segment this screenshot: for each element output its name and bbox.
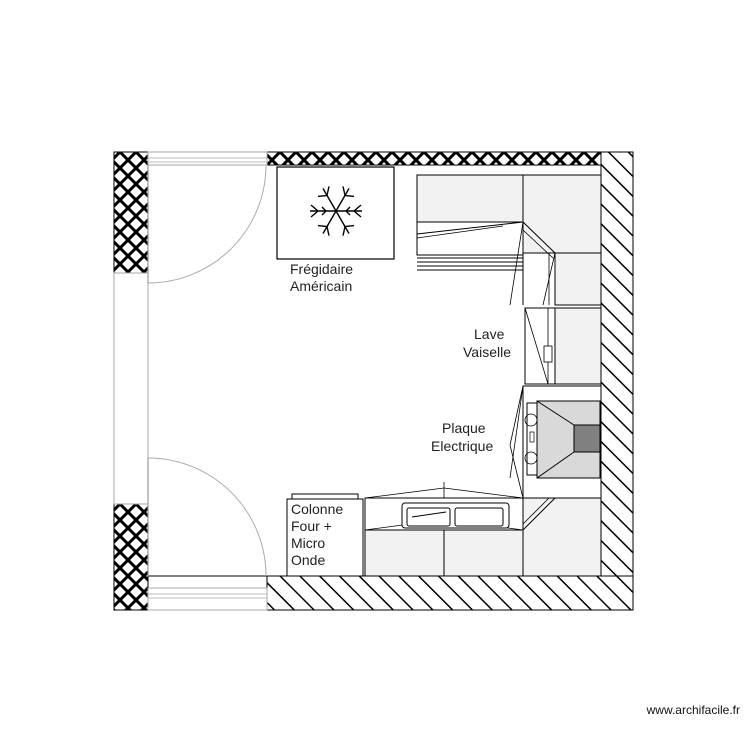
bottom-wall: [266, 575, 634, 611]
door-upper: [147, 164, 267, 284]
sink-cabinet: [364, 482, 524, 577]
top-cabinet-left: [416, 174, 524, 223]
left-wall-lower: [113, 503, 149, 611]
american-fridge: [276, 166, 395, 260]
oven-column: [286, 493, 364, 577]
left-doorway: [113, 272, 149, 505]
corner-cabinet-top: [522, 174, 602, 254]
openings: [113, 151, 268, 611]
right-wall: [600, 151, 634, 611]
left-wall-upper: [113, 151, 149, 274]
extractor-hood: [536, 400, 601, 479]
hob-unit: [509, 385, 602, 499]
snowflake-icon: [310, 186, 362, 236]
bottom-window: [147, 587, 268, 611]
hob-label: Plaque Electrique: [431, 420, 493, 454]
walls: [113, 151, 634, 611]
double-sink-icon: [401, 502, 510, 529]
watermark: www.archifacile.fr: [646, 703, 740, 717]
top-cabinets: [416, 174, 602, 306]
corner-cabinet-bottom: [522, 497, 602, 577]
top-wall: [266, 151, 634, 166]
top-cabinet-open: [416, 221, 524, 256]
oven-column-label: Colonne Four + Micro Onde: [291, 501, 347, 568]
fridge-label: Frégidaire Américain: [290, 261, 357, 294]
dishwasher: [524, 307, 602, 385]
door-lower: [147, 457, 267, 577]
dishwasher-label: Lave Vaiselle: [463, 326, 511, 360]
